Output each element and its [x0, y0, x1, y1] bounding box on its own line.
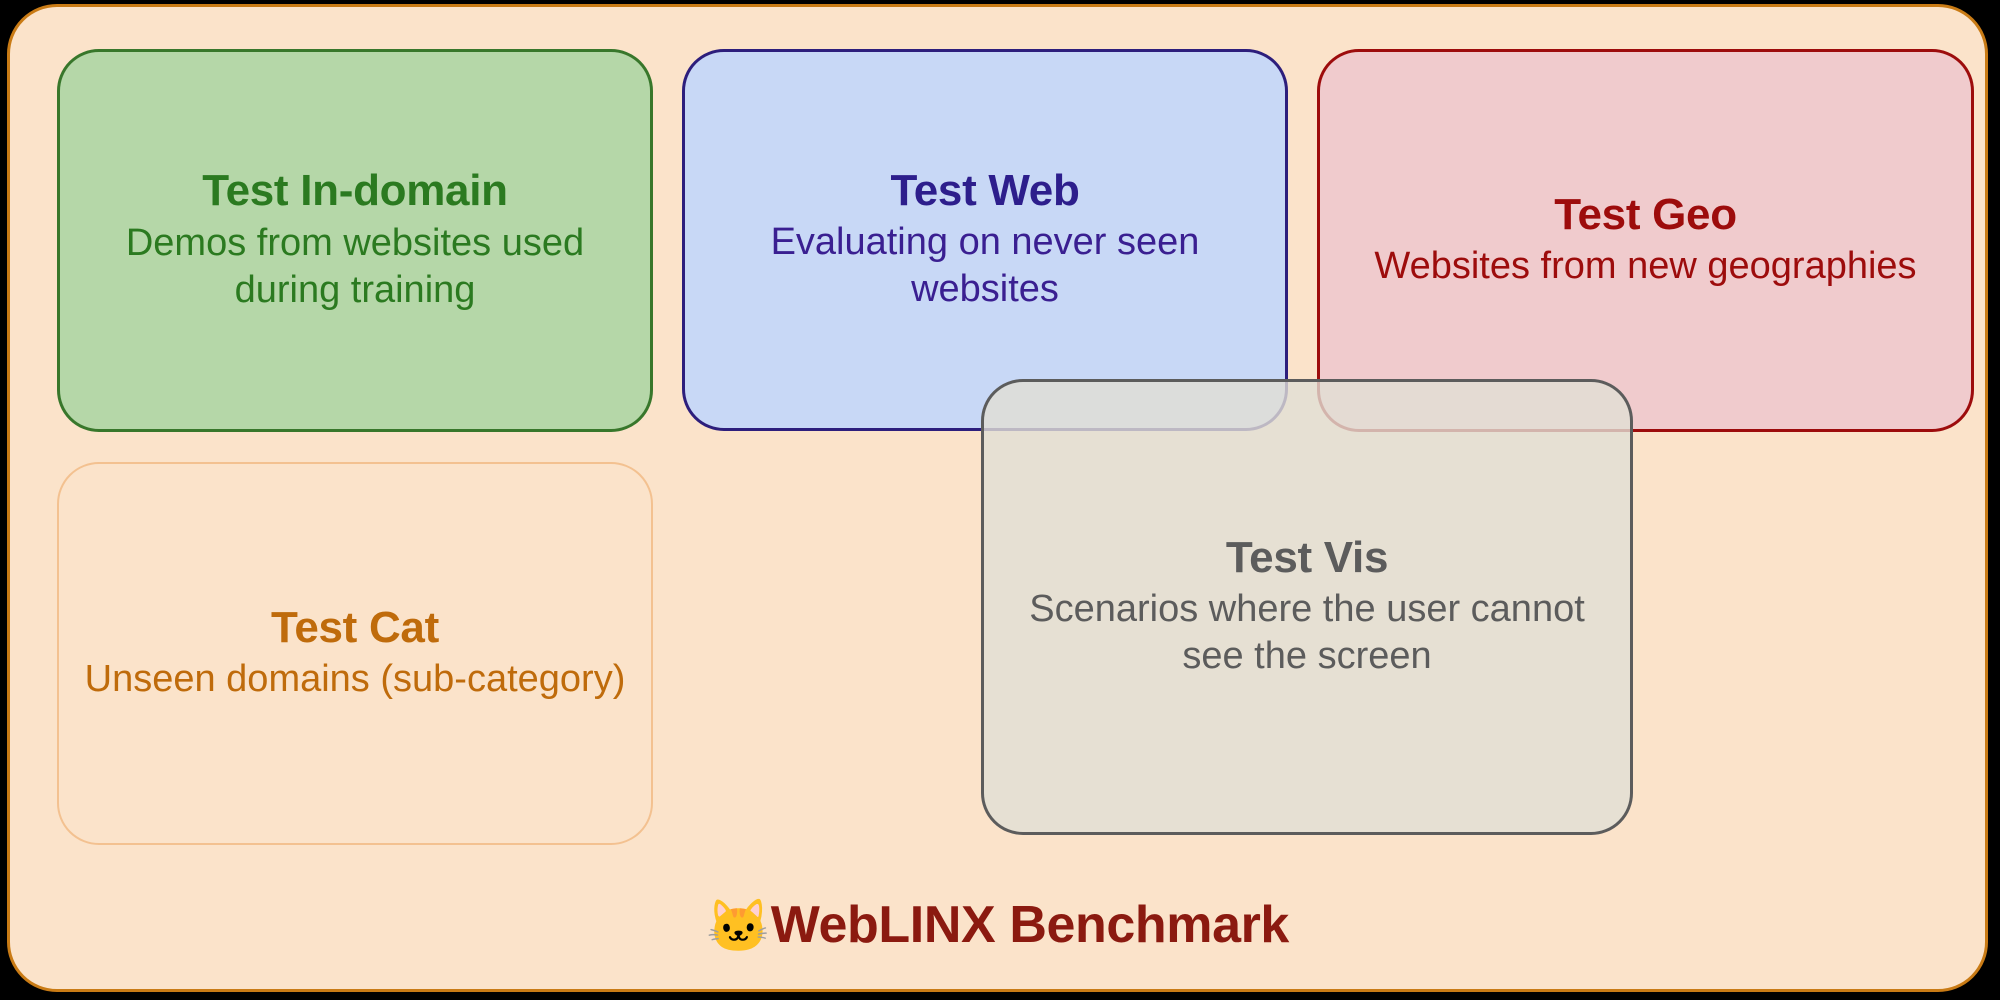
- card-subtitle: Evaluating on never seen websites: [770, 221, 1200, 311]
- card-test-vis[interactable]: Test Vis Scenarios where the user cannot…: [981, 379, 1633, 835]
- card-title: Test Geo: [1554, 189, 1737, 239]
- card-title: Test Cat: [271, 602, 439, 652]
- card-test-cat[interactable]: Test Cat Unseen domains (sub-category): [57, 462, 653, 845]
- card-title: Test In-domain: [202, 166, 508, 216]
- card-subtitle: Demos from websites used during training: [125, 221, 585, 311]
- card-subtitle: Scenarios where the user cannot see the …: [1029, 588, 1585, 678]
- card-test-geo[interactable]: Test Geo Websites from new geographies: [1317, 49, 1974, 432]
- card-title: Test Vis: [1225, 532, 1389, 582]
- benchmark-title: WebLINX Benchmark: [770, 896, 1290, 954]
- benchmark-footer: 🐱 WebLINX Benchmark: [10, 895, 1985, 955]
- card-subtitle: Websites from new geographies: [1374, 245, 1917, 288]
- benchmark-container: Test In-domain Demos from websites used …: [7, 4, 1988, 992]
- cat-face-icon: 🐱: [706, 898, 771, 956]
- card-title: Test Web: [890, 165, 1080, 215]
- card-test-in-domain[interactable]: Test In-domain Demos from websites used …: [57, 49, 653, 432]
- card-test-web[interactable]: Test Web Evaluating on never seen websit…: [682, 49, 1288, 431]
- card-subtitle: Unseen domains (sub-category): [84, 658, 626, 701]
